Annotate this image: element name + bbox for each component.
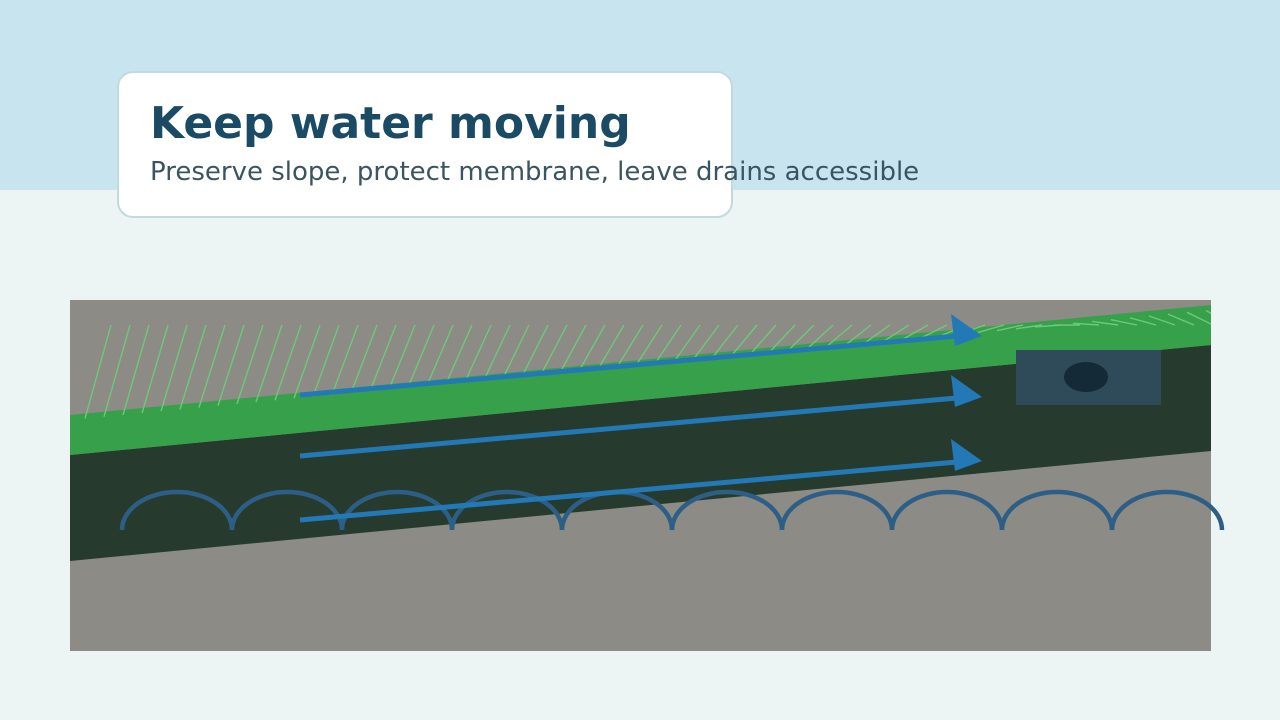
turf-fiber: [502, 324, 530, 379]
turf-fiber: [996, 324, 1024, 332]
turf-fiber: [255, 324, 283, 403]
turf-fiber: [1015, 324, 1043, 330]
turf-fiber: [312, 324, 340, 397]
turf-fiber: [540, 324, 568, 375]
turf-fiber: [1129, 317, 1157, 326]
flow-arrow-top: [299, 314, 982, 398]
turf-fiber: [711, 324, 739, 359]
turf-fiber: [464, 324, 492, 383]
membrane-dimple: [1109, 489, 1225, 531]
turf-fiber: [977, 324, 1005, 334]
turf-fiber: [1091, 320, 1119, 326]
membrane-dimple: [999, 489, 1115, 531]
turf-fiber: [882, 324, 910, 343]
turf-fiber: [673, 324, 701, 363]
membrane-dimple: [779, 489, 895, 531]
turf-fiber: [274, 324, 302, 401]
turf-fiber: [179, 324, 207, 410]
turf-fiber: [863, 324, 891, 345]
turf-fiber: [426, 324, 454, 386]
turf-fiber: [331, 324, 359, 395]
turf-fiber: [350, 324, 378, 394]
turf-fiber: [521, 324, 549, 377]
turf-fiber: [1186, 311, 1211, 325]
turf-fiber: [1148, 315, 1176, 326]
flow-arrows: [299, 314, 982, 523]
turf-fiber: [1072, 322, 1100, 326]
turf-fiber: [236, 324, 264, 405]
turf-fiber: [825, 324, 853, 348]
turf-fiber: [103, 324, 131, 417]
turf-fiber: [806, 324, 834, 350]
turf-fiber: [616, 324, 644, 368]
turf-fiber: [559, 324, 587, 374]
turf-fiber: [749, 324, 777, 355]
drain-icon: [1064, 362, 1108, 392]
turf-fiber: [692, 324, 720, 361]
turf-fiber: [407, 324, 435, 388]
title-card: [117, 71, 733, 218]
turf-fiber: [369, 324, 397, 392]
membrane-dimple: [889, 489, 1005, 531]
turf-fiber: [1110, 318, 1138, 326]
turf-fiber: [901, 324, 929, 341]
turf-fiber: [1167, 313, 1195, 326]
turf-fiber: [122, 324, 150, 416]
membrane-dimple: [449, 489, 565, 531]
membrane-dimple: [119, 489, 235, 531]
flow-arrow-middle: [299, 375, 982, 459]
turf-fiber: [84, 324, 112, 419]
arrow-right-icon: [951, 375, 982, 407]
turf-fiber: [1205, 309, 1211, 315]
page-title: Keep water moving: [150, 98, 631, 149]
turf-fiber: [388, 324, 416, 390]
turf-fiber: [198, 324, 226, 408]
page-subtitle: Preserve slope, protect membrane, leave …: [150, 157, 920, 187]
flow-arrow-bottom: [299, 439, 982, 523]
turf-fibers: [84, 309, 1211, 419]
membrane-dimple: [669, 489, 785, 531]
arrow-right-icon: [951, 439, 982, 471]
turf-fiber: [141, 324, 169, 414]
turf-fiber: [787, 324, 815, 352]
turf-fiber: [920, 324, 948, 339]
turf-fiber: [217, 324, 245, 406]
turf-fiber: [635, 324, 663, 366]
arrow-right-icon: [951, 314, 982, 346]
turf-fiber: [160, 324, 188, 412]
turf-fiber: [293, 324, 321, 399]
turf-fiber: [730, 324, 758, 357]
turf-fiber: [483, 324, 511, 381]
turf-fiber: [445, 324, 473, 385]
turf-fiber: [578, 324, 606, 372]
turf-fiber: [597, 324, 625, 370]
membrane-dimple: [229, 489, 345, 531]
turf-fiber: [654, 324, 682, 364]
membrane-dimples: [119, 489, 1225, 531]
turf-fiber: [844, 324, 872, 346]
turf-fiber: [768, 324, 796, 354]
turf-layer: [70, 305, 1211, 455]
